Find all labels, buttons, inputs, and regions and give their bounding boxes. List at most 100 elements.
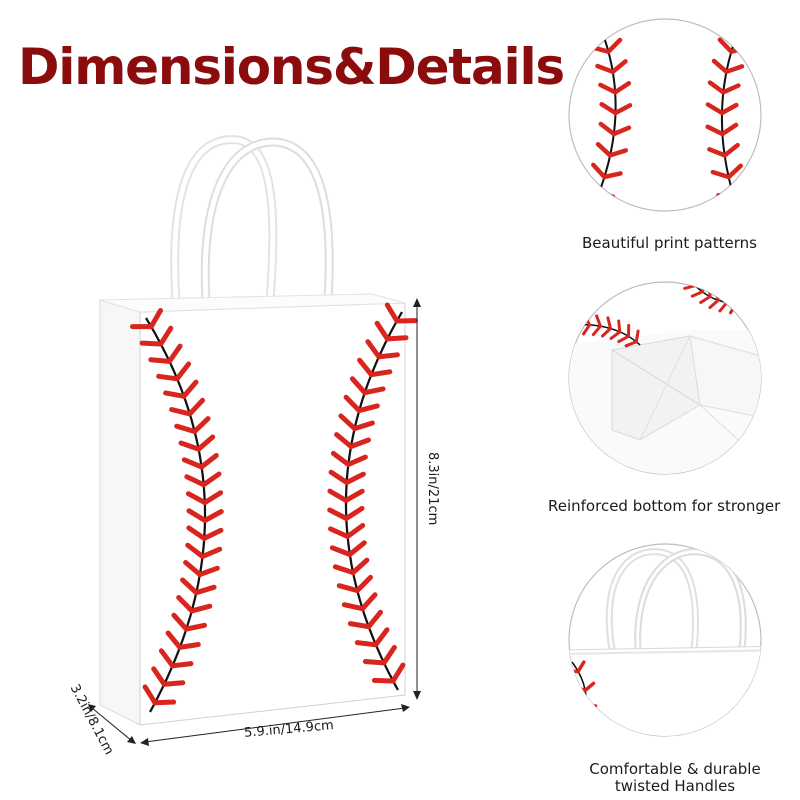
bag-left-stitch: [186, 508, 208, 523]
bag-right-stitch: [343, 394, 362, 414]
bag-right-stitch: [327, 488, 349, 503]
bag-right-stitch: [328, 526, 351, 539]
detail1-left-stitch: [606, 37, 623, 54]
detail2-left-stitch: [617, 319, 622, 334]
detail1-left-stitch: [607, 148, 629, 158]
detail2-left-stitch: [634, 329, 640, 344]
bag-left-stitch: [151, 666, 167, 687]
width-dimension: [140, 704, 410, 746]
detail2-right-stitch: [718, 301, 729, 313]
detail-twisted-handles: [568, 543, 762, 737]
depth-dimension: [88, 704, 136, 744]
bag-left-stitch: [181, 457, 205, 470]
bag-left-stitch: [165, 630, 183, 650]
bag-left-stitch: [202, 490, 224, 506]
detail1-left-stitch: [591, 162, 607, 180]
bag-left-stitch: [201, 471, 222, 488]
bag-left-stitch: [181, 379, 199, 399]
bag-left-stitch: [192, 416, 211, 434]
detail1-right-stitch: [725, 19, 741, 35]
feature-caption-bottom: Reinforced bottom for stronger: [548, 497, 781, 515]
feature-caption-handles: Comfortable & durable twisted Handles: [589, 760, 761, 795]
bag-left-stitch: [139, 340, 164, 347]
detail1-right-stitch: [717, 37, 734, 54]
bag-left-stitch: [152, 699, 177, 706]
bag-left-stitch: [163, 390, 187, 399]
bag-left-stitch: [161, 680, 186, 687]
detail1-left-stitch: [610, 59, 628, 75]
detail1-left-stitch: [598, 121, 617, 137]
bag-left-stitch: [142, 684, 158, 706]
bag-right-stitch: [332, 564, 356, 576]
bag-right-stitch: [381, 644, 397, 666]
detail2-left-stitch: [570, 313, 580, 327]
bag-left-stitch: [202, 509, 224, 523]
detail1-left-stitch: [583, 26, 605, 35]
detail1-right-stitch: [705, 102, 725, 116]
detail-reinforced-bottom: [568, 281, 762, 475]
detail1-right-stitch: [716, 192, 737, 202]
bag-right-stitch: [347, 621, 372, 630]
bag-left-stitch: [197, 565, 220, 577]
detail-print-pattern: [568, 18, 762, 212]
detail1-left-stitch: [612, 80, 632, 95]
stitch-seam-left: [130, 308, 224, 713]
detail2-right-stitch: [700, 282, 706, 294]
detail1-right-stitch: [722, 142, 740, 158]
detail1-left-stitch: [595, 63, 616, 75]
detail1-left-stitch: [598, 82, 618, 95]
detail1-right-stitch: [710, 169, 731, 180]
bag-left-stitch: [174, 423, 198, 434]
bag-right-stitch: [374, 320, 390, 342]
height-dimension: [413, 298, 421, 700]
detail2-right-stitch: [693, 282, 700, 288]
detail2-right-stitch: [699, 295, 712, 304]
bag-left-stitch: [158, 325, 174, 347]
bag-left-stitch: [176, 595, 195, 614]
detail2-right-stitch: [729, 292, 738, 305]
bag-right-stitch: [343, 505, 365, 521]
detail3-left-stitch: [583, 681, 596, 693]
detail2-left-stitch: [595, 314, 602, 328]
detail2-left-stitch: [617, 334, 630, 344]
bag-left-seam-line: [145, 317, 207, 713]
bag-right-stitch: [344, 471, 366, 485]
bag-left-stitch: [170, 661, 194, 669]
bag-right-stitch: [362, 386, 386, 396]
stitch-seam-right: [327, 302, 418, 691]
bag-right-stitch: [345, 523, 366, 539]
bag-left-stitch: [178, 440, 202, 452]
detail2-right-stitch: [747, 291, 759, 303]
detail1-right-stitch: [711, 58, 729, 75]
bag-left-stitch: [156, 373, 180, 382]
detail1-left-stitch: [594, 194, 616, 202]
detail1-right-stitch: [724, 64, 745, 75]
bag-left-stitch: [169, 407, 193, 417]
detail3-left-stitch: [570, 717, 580, 731]
detail3-left-stitch: [576, 660, 586, 674]
bag-left-stitch: [171, 612, 189, 632]
bag-right-stitch: [354, 640, 379, 648]
bag-right-stitch: [356, 403, 380, 414]
page-title: Dimensions&Details: [18, 38, 565, 96]
bag-left-stitch: [185, 491, 208, 506]
detail2-left-stitch: [571, 323, 580, 336]
detail1-left-stitch: [599, 101, 618, 116]
bag-right-stitch: [347, 540, 367, 557]
detail2-left-stitch: [609, 330, 622, 340]
detail1-right-stitch: [735, 26, 757, 35]
detail2-left-stitch: [624, 340, 638, 348]
bag-right-stitch: [390, 662, 406, 684]
bag-left-stitch: [201, 527, 224, 541]
bag-left-stitch: [187, 397, 205, 417]
bag-right-stitch: [338, 413, 358, 432]
bag-right-stitch: [334, 432, 354, 449]
bag-right-stitch: [360, 592, 378, 612]
height-label: 8.3in/21cm: [425, 452, 440, 526]
detail2-left-stitch: [601, 327, 612, 338]
detail2-left-stitch: [591, 324, 602, 337]
detail2-right-stitch: [738, 292, 748, 305]
detail1-left-stitch: [584, 183, 599, 202]
bag-left-stitch: [184, 474, 207, 488]
